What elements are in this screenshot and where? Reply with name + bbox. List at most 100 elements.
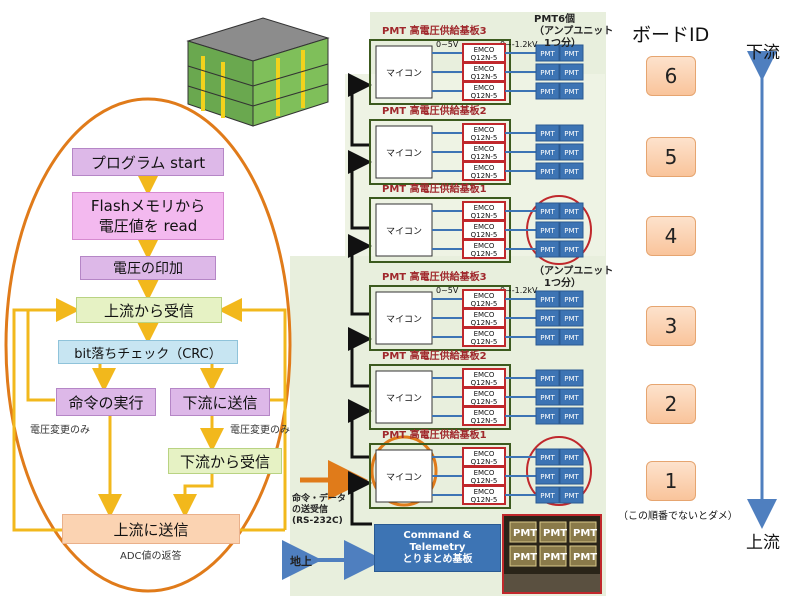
pmt-cell	[535, 486, 560, 504]
cmd-box-line2: Telemetry	[409, 542, 466, 553]
flowchart-ellipse	[4, 97, 292, 593]
board-id-title: ボードID	[632, 24, 710, 46]
pmt-label: PMT	[540, 492, 555, 500]
mcu-box	[375, 291, 433, 345]
pmt-label: PMT	[540, 69, 555, 77]
pmt-label: PMT	[540, 227, 555, 235]
emco-label: EMCO	[474, 292, 495, 300]
emco-label: EMCO	[474, 409, 495, 417]
pmt-cell	[535, 290, 560, 308]
pmt-cell	[535, 124, 560, 142]
flash-read-line1: Flashメモリから	[90, 197, 206, 215]
emco-label: EMCO	[474, 126, 495, 134]
emco-model: Q12N-5	[471, 319, 498, 327]
mcu-label: マイコン	[386, 315, 422, 325]
pmt6-line3: 1つ分）	[544, 38, 581, 49]
pmt-label: PMT	[540, 296, 555, 304]
send-upstream-box: 上流に送信	[62, 514, 240, 544]
emco-label: EMCO	[474, 311, 495, 319]
pmt-label: PMT	[540, 88, 555, 96]
chain-arrows	[348, 73, 372, 526]
pmt-label: PMT	[564, 246, 579, 254]
board-id-2-label: 2	[664, 392, 678, 416]
pmt-label: PMT	[540, 149, 555, 157]
send-downstream-label: 下流に送信	[182, 393, 258, 412]
pmt-cell	[559, 240, 584, 258]
svg-text:PMT: PMT	[513, 528, 537, 539]
command-telemetry-board: Command & Telemetry とりまとめ基板	[374, 524, 501, 572]
board-id-1-label: 1	[664, 469, 678, 493]
emco-model: Q12N-5	[471, 250, 498, 258]
emco-model: Q12N-5	[471, 458, 498, 466]
pmt-label: PMT	[564, 227, 579, 235]
pmt-cell	[559, 486, 584, 504]
emco-model: Q12N-5	[471, 300, 498, 308]
pmt-cell	[535, 221, 560, 239]
emco-label: EMCO	[474, 390, 495, 398]
mcu-box	[375, 370, 433, 424]
pmt-label: PMT	[540, 315, 555, 323]
board-id-4: 4	[646, 216, 696, 256]
pmt-label: PMT	[540, 208, 555, 216]
pmt-label: PMT	[564, 168, 579, 176]
exec-command-box: 命令の実行	[56, 388, 156, 416]
pmt6-line1: PMT6個	[534, 14, 576, 25]
emco-model: Q12N-5	[471, 54, 498, 62]
pmt-cell	[559, 63, 584, 81]
pmt-cell	[559, 407, 584, 425]
pmt-cell	[559, 290, 584, 308]
emco-model: Q12N-5	[471, 73, 498, 81]
svg-text:PMT: PMT	[543, 552, 567, 563]
board-title: PMT 高電圧供給基板3	[382, 24, 487, 37]
output-range-label: 0~-1.2kV	[500, 40, 538, 49]
board-id-1: 1	[646, 461, 696, 501]
adc-reply-note: ADC値の返答	[120, 551, 182, 562]
emco-label: EMCO	[474, 204, 495, 212]
pmt-cell	[535, 44, 560, 62]
pmt-label: PMT	[564, 413, 579, 421]
amp-unit-label: （アンプユニット 1つ分）	[534, 266, 613, 290]
pmt-label: PMT	[540, 375, 555, 383]
pmt-label: PMT	[564, 492, 579, 500]
pmt-label: PMT	[564, 50, 579, 58]
cmd-data-line1: 命令・データ	[292, 494, 347, 504]
pmt-cell	[559, 369, 584, 387]
emco-model: Q12N-5	[471, 338, 498, 346]
board-id-6: 6	[646, 56, 696, 96]
pmt-label: PMT	[564, 88, 579, 96]
flash-read-line2: 電圧値を read	[98, 217, 198, 235]
cmd-data-line2: の送受信	[292, 505, 329, 515]
emco-model: Q12N-5	[471, 477, 498, 485]
pmt-cell	[535, 162, 560, 180]
mcu-label: マイコン	[386, 227, 422, 237]
recv-upstream-label: 上流から受信	[103, 301, 194, 320]
pmt-cell	[559, 82, 584, 100]
emco-label: EMCO	[474, 330, 495, 338]
pmt6-label: PMT6個 （アンプユニット 1つ分）	[534, 14, 613, 50]
pmt-cell	[535, 240, 560, 258]
svg-text:PMT: PMT	[543, 528, 567, 539]
emco-label: EMCO	[474, 488, 495, 496]
pmt-cell	[559, 44, 584, 62]
pmt-highlight-circle-bottom	[526, 436, 592, 506]
pmt-label: PMT	[564, 315, 579, 323]
send-upstream-label: 上流に送信	[113, 520, 189, 539]
pmt-cell	[559, 124, 584, 142]
mcu-label: マイコン	[386, 473, 422, 483]
emco-label: EMCO	[474, 223, 495, 231]
pmt-label: PMT	[540, 334, 555, 342]
pmt-cell	[535, 388, 560, 406]
pmt-cell	[535, 328, 560, 346]
pmt-label: PMT	[540, 50, 555, 58]
pmt-label: PMT	[540, 394, 555, 402]
svg-text:PMT: PMT	[513, 552, 537, 563]
board-id-5: 5	[646, 137, 696, 177]
output-range-label: 0~-1.2kV	[500, 286, 538, 295]
emco-model: Q12N-5	[471, 134, 498, 142]
amp-line1: （アンプユニット	[534, 266, 614, 277]
pmt-label: PMT	[540, 473, 555, 481]
